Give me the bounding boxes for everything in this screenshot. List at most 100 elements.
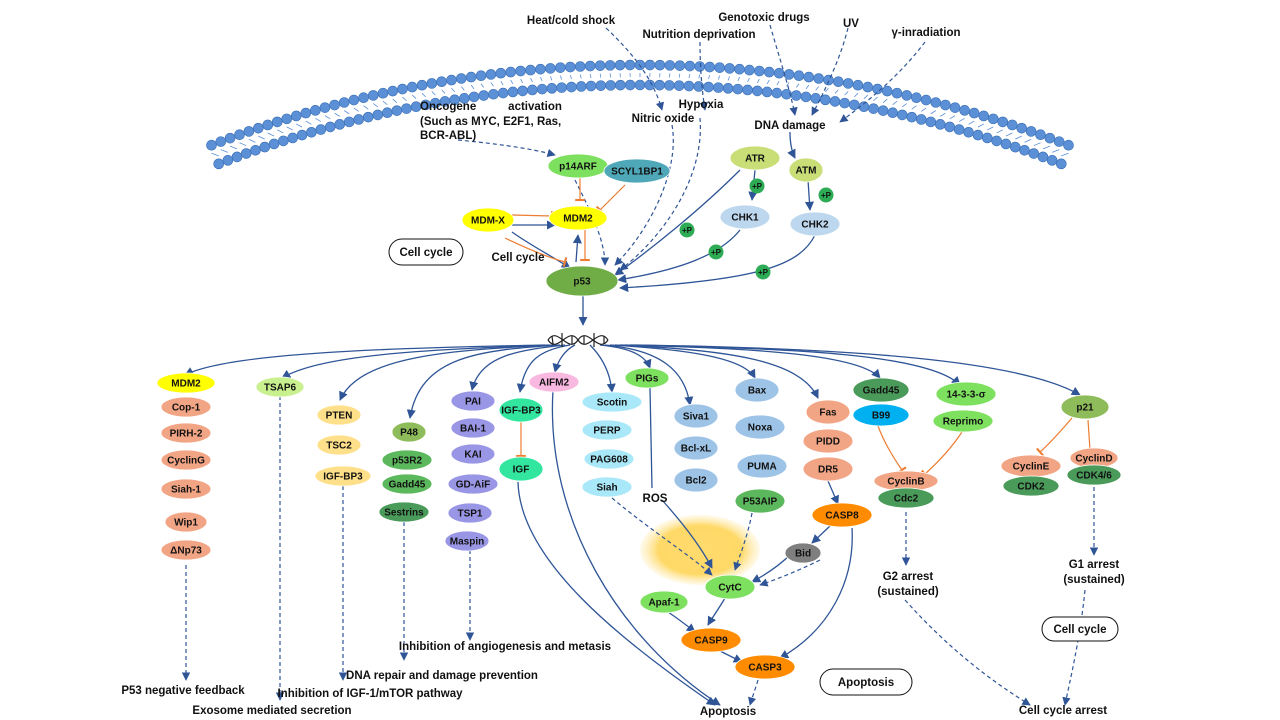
node-fb-cop1: Cop-1 [160, 396, 212, 418]
node-scyl1bp1-shape [603, 158, 671, 184]
node-1433-sigma: 14-3-3-σ [935, 381, 997, 407]
phospho-badge: +P [708, 244, 724, 260]
node-fas-label: Fas [819, 408, 837, 419]
node-p53r2-shape [381, 449, 433, 471]
node-mdm-x: MDM-X [461, 207, 515, 233]
node-apaf1-label: Apaf-1 [648, 598, 680, 609]
node-chk2-label: CHK2 [801, 220, 829, 231]
node-pigs-shape [624, 367, 670, 389]
phospho-badge-shape [679, 222, 695, 238]
node-apaf1: Apaf-1 [639, 590, 689, 614]
node-casp9-label: CASP9 [694, 636, 728, 647]
node-pai-label: PAI [465, 397, 481, 408]
node-p48-shape [391, 421, 427, 443]
node-fb-wip1: Wip1 [164, 511, 208, 533]
node-p53r2: p53R2 [381, 449, 433, 471]
node-p21-label: p21 [1076, 403, 1094, 414]
node-scotin-shape [581, 391, 643, 413]
node-gdaif: GD-AiF [447, 473, 499, 495]
phospho-badge-shape [818, 187, 834, 203]
node-atr: ATR [729, 145, 781, 171]
node-mdm2-upstream-shape [548, 205, 608, 231]
oncogene-line-3: BCR-ABL) [420, 130, 476, 142]
node-perp-label: PERP [593, 426, 621, 437]
node-b99-shape [852, 403, 910, 427]
node-aifm2: AIFM2 [528, 371, 580, 393]
node-casp9: CASP9 [680, 627, 742, 653]
node-cytc-shape [704, 574, 756, 600]
node-tsc2-shape [316, 434, 362, 456]
node-pag608-label: PAG608 [590, 455, 628, 466]
phospho-badge-shape [749, 178, 765, 194]
node-fb-dnp73-shape [160, 539, 212, 561]
stimulus-dna-damage: DNA damage [754, 120, 825, 132]
node-fb-mdm2: MDM2 [156, 372, 216, 394]
node-igf-label: IGF [513, 465, 530, 476]
cell-cycle-label: Cell cycle [491, 252, 544, 264]
node-cdk46-shape [1066, 464, 1122, 486]
outcome-mtor: Inhibition of IGF-1/mTOR pathway [277, 688, 463, 700]
outcome-repair: DNA repair and damage prevention [346, 670, 538, 682]
dna-helix-icon [547, 333, 609, 347]
node-p53: p53 [545, 265, 619, 297]
node-gadd45-g2: Gadd45 [852, 377, 910, 403]
svg-text:Apoptosis: Apoptosis [838, 677, 894, 689]
node-fb-cop1-label: Cop-1 [172, 403, 201, 414]
node-igfbp3-mtor-label: IGF-BP3 [323, 472, 363, 483]
mitochondria-glow [640, 515, 760, 585]
node-siva1: Siva1 [673, 403, 719, 429]
node-perp-shape [581, 419, 633, 441]
node-chk1: CHK1 [719, 204, 771, 230]
phospho-badge: +P [818, 187, 834, 203]
node-dr5-label: DR5 [818, 465, 838, 476]
node-p48: P48 [391, 421, 427, 443]
stimulus-genotoxic: Genotoxic drugs [718, 12, 809, 24]
node-fb-wip1-label: Wip1 [174, 518, 198, 529]
node-noxa-shape [734, 414, 786, 440]
node-cdk46-label: CDK4/6 [1076, 471, 1112, 482]
node-sestrins: Sestrins [378, 501, 430, 523]
outcome-exosome: Exosome mediated secretion [192, 705, 351, 717]
node-fb-mdm2-shape [156, 372, 216, 394]
node-pten-shape [316, 404, 362, 426]
node-b99: B99 [852, 403, 910, 427]
node-fas-shape [805, 399, 851, 425]
node-tsap6-shape [255, 376, 305, 398]
g1-arrest-line-2: (sustained) [1063, 574, 1125, 586]
ros-label: ROS [643, 493, 668, 505]
node-siah: Siah [581, 476, 633, 498]
node-tsc2-label: TSC2 [326, 441, 352, 452]
node-cdc2: Cdc2 [877, 487, 935, 509]
node-casp3-label: CASP3 [748, 663, 782, 674]
g2-arrest-line-2: (sustained) [877, 586, 939, 598]
node-cdc2-shape [877, 487, 935, 509]
node-igfbp3-mtor: IGF-BP3 [314, 465, 372, 487]
node-kai-shape [450, 443, 496, 465]
node-chk2-shape [789, 211, 841, 237]
node-gadd45-repair: Gadd45 [381, 473, 433, 495]
node-bclxl-label: Bcl-xL [681, 444, 712, 455]
node-p53aip-shape [734, 488, 786, 514]
node-pigs: PIGs [624, 367, 670, 389]
node-bax-shape [734, 377, 780, 403]
node-sestrins-shape [378, 501, 430, 523]
node-pag608: PAG608 [583, 448, 635, 470]
node-fb-cop1-shape [160, 396, 212, 418]
node-bid-shape [784, 542, 822, 564]
node-bclxl: Bcl-xL [673, 435, 719, 461]
node-p21: p21 [1060, 394, 1110, 420]
node-p53aip-label: P53AIP [743, 497, 778, 508]
node-cdk2-shape [1002, 475, 1060, 497]
node-fb-siah1: Siah-1 [160, 478, 212, 500]
node-p21-shape [1060, 394, 1110, 420]
node-fb-mdm2-label: MDM2 [171, 379, 201, 390]
node-fb-wip1-shape [164, 511, 208, 533]
phospho-badge-label: +P [682, 226, 693, 235]
cell-membrane [206, 59, 1074, 170]
node-noxa-label: Noxa [748, 423, 773, 434]
node-kai-label: KAI [464, 450, 481, 461]
node-siah-shape [581, 476, 633, 498]
node-reprimo-label: Reprimo [943, 417, 984, 428]
